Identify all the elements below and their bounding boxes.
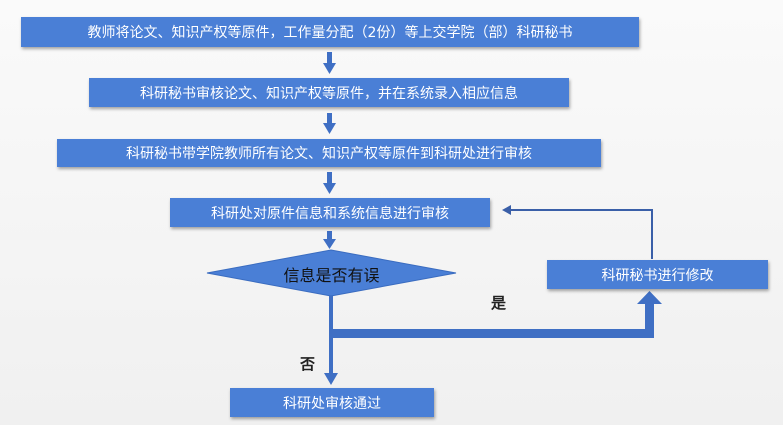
step-bring-to-office: 科研秘书带学院教师所有论文、知识产权等原件到科研处进行审核 [57, 139, 601, 167]
decision-label: 信息是否有误 [283, 266, 380, 285]
yes-label: 是 [491, 294, 507, 312]
arrow-no-path [324, 296, 338, 385]
step-secretary-review: 科研秘书审核论文、知识产权等原件，并在系统录入相应信息 [89, 78, 569, 107]
arrow-step4-decision [323, 231, 336, 249]
arrow-step3-step4 [323, 172, 336, 194]
arrow-step1-step2 [323, 52, 336, 74]
step-secretary-revise: 科研秘书进行修改 [547, 260, 768, 289]
arrow-revise-back [502, 205, 653, 259]
arrow-yes-path [331, 291, 662, 338]
step-approved: 科研处审核通过 [230, 388, 434, 417]
no-label: 否 [300, 355, 316, 373]
step-submit-originals: 教师将论文、知识产权等原件，工作量分配（2份）等上交学院（部）科研秘书 [21, 17, 639, 47]
step-office-review: 科研处对原件信息和系统信息进行审核 [170, 198, 490, 227]
arrow-step2-step3 [323, 113, 336, 134]
